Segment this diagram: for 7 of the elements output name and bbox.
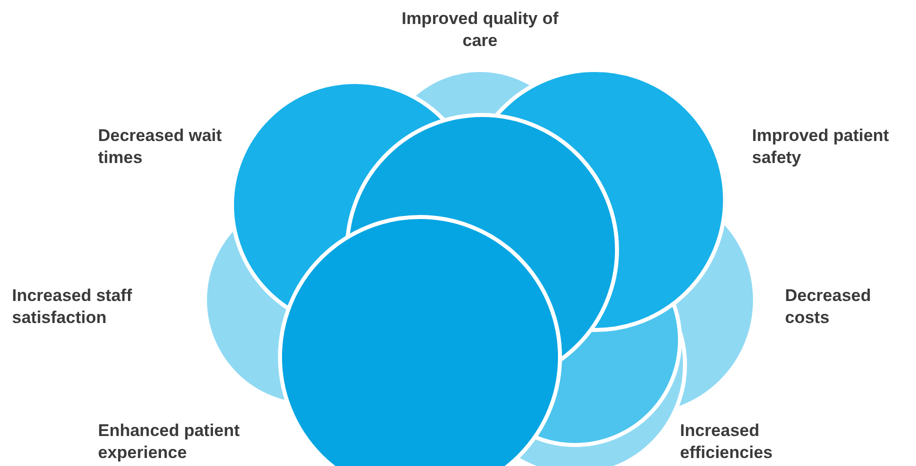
- benefit-label: Improved patient safety: [752, 125, 890, 169]
- benefit-label: Decreased wait times: [98, 125, 223, 169]
- benefit-label: Improved quality of care: [400, 8, 560, 52]
- benefit-label: Increased staff satisfaction: [12, 285, 133, 329]
- benefit-label: Decreased costs: [785, 285, 872, 329]
- benefit-label: Enhanced patient experience: [98, 420, 241, 464]
- benefit-label: Increased efficiencies: [680, 420, 774, 464]
